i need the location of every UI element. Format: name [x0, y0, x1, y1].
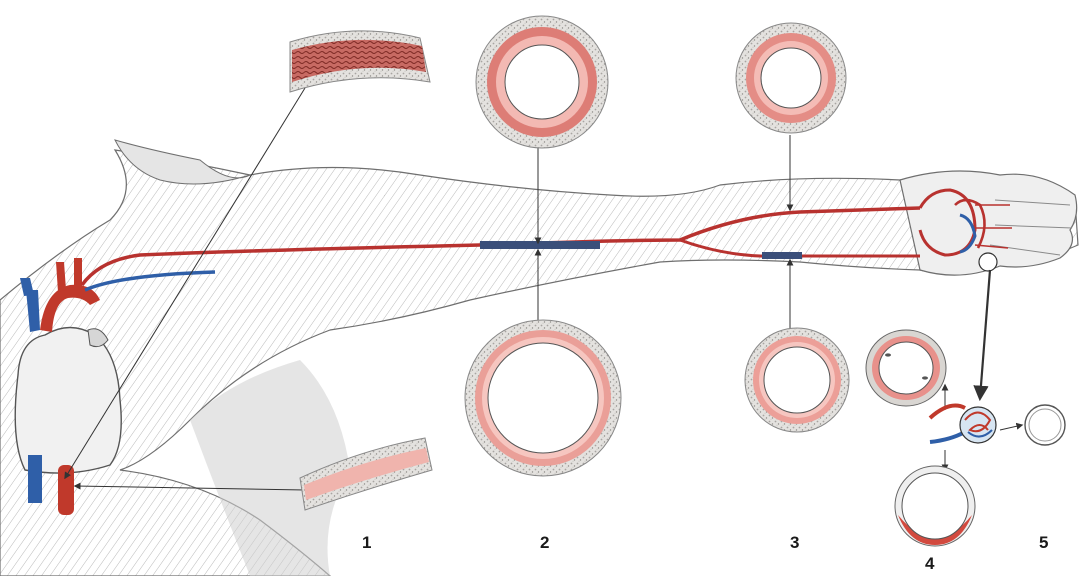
artery-segment-2: [480, 241, 600, 249]
section-5-capillary-bed: [930, 405, 1065, 445]
section-3-vein-bottom: [745, 328, 849, 432]
section-2-vein-bottom: [465, 320, 621, 476]
section-3-artery-top: [736, 23, 846, 133]
artery-segment-3: [762, 252, 802, 259]
label-5: 5: [1039, 533, 1048, 553]
section-4-venule: [895, 466, 975, 546]
section-1-aorta-wall-top: [290, 31, 430, 92]
label-1: 1: [362, 533, 371, 553]
section-2-artery-top: [476, 16, 608, 148]
capillary-zoom-circle: [979, 253, 997, 271]
capillary-cross-section: [1025, 405, 1065, 445]
label-4: 4: [925, 554, 934, 574]
label-3: 3: [790, 533, 799, 553]
label-2: 2: [540, 533, 549, 553]
section-4-arteriole: [866, 330, 946, 406]
